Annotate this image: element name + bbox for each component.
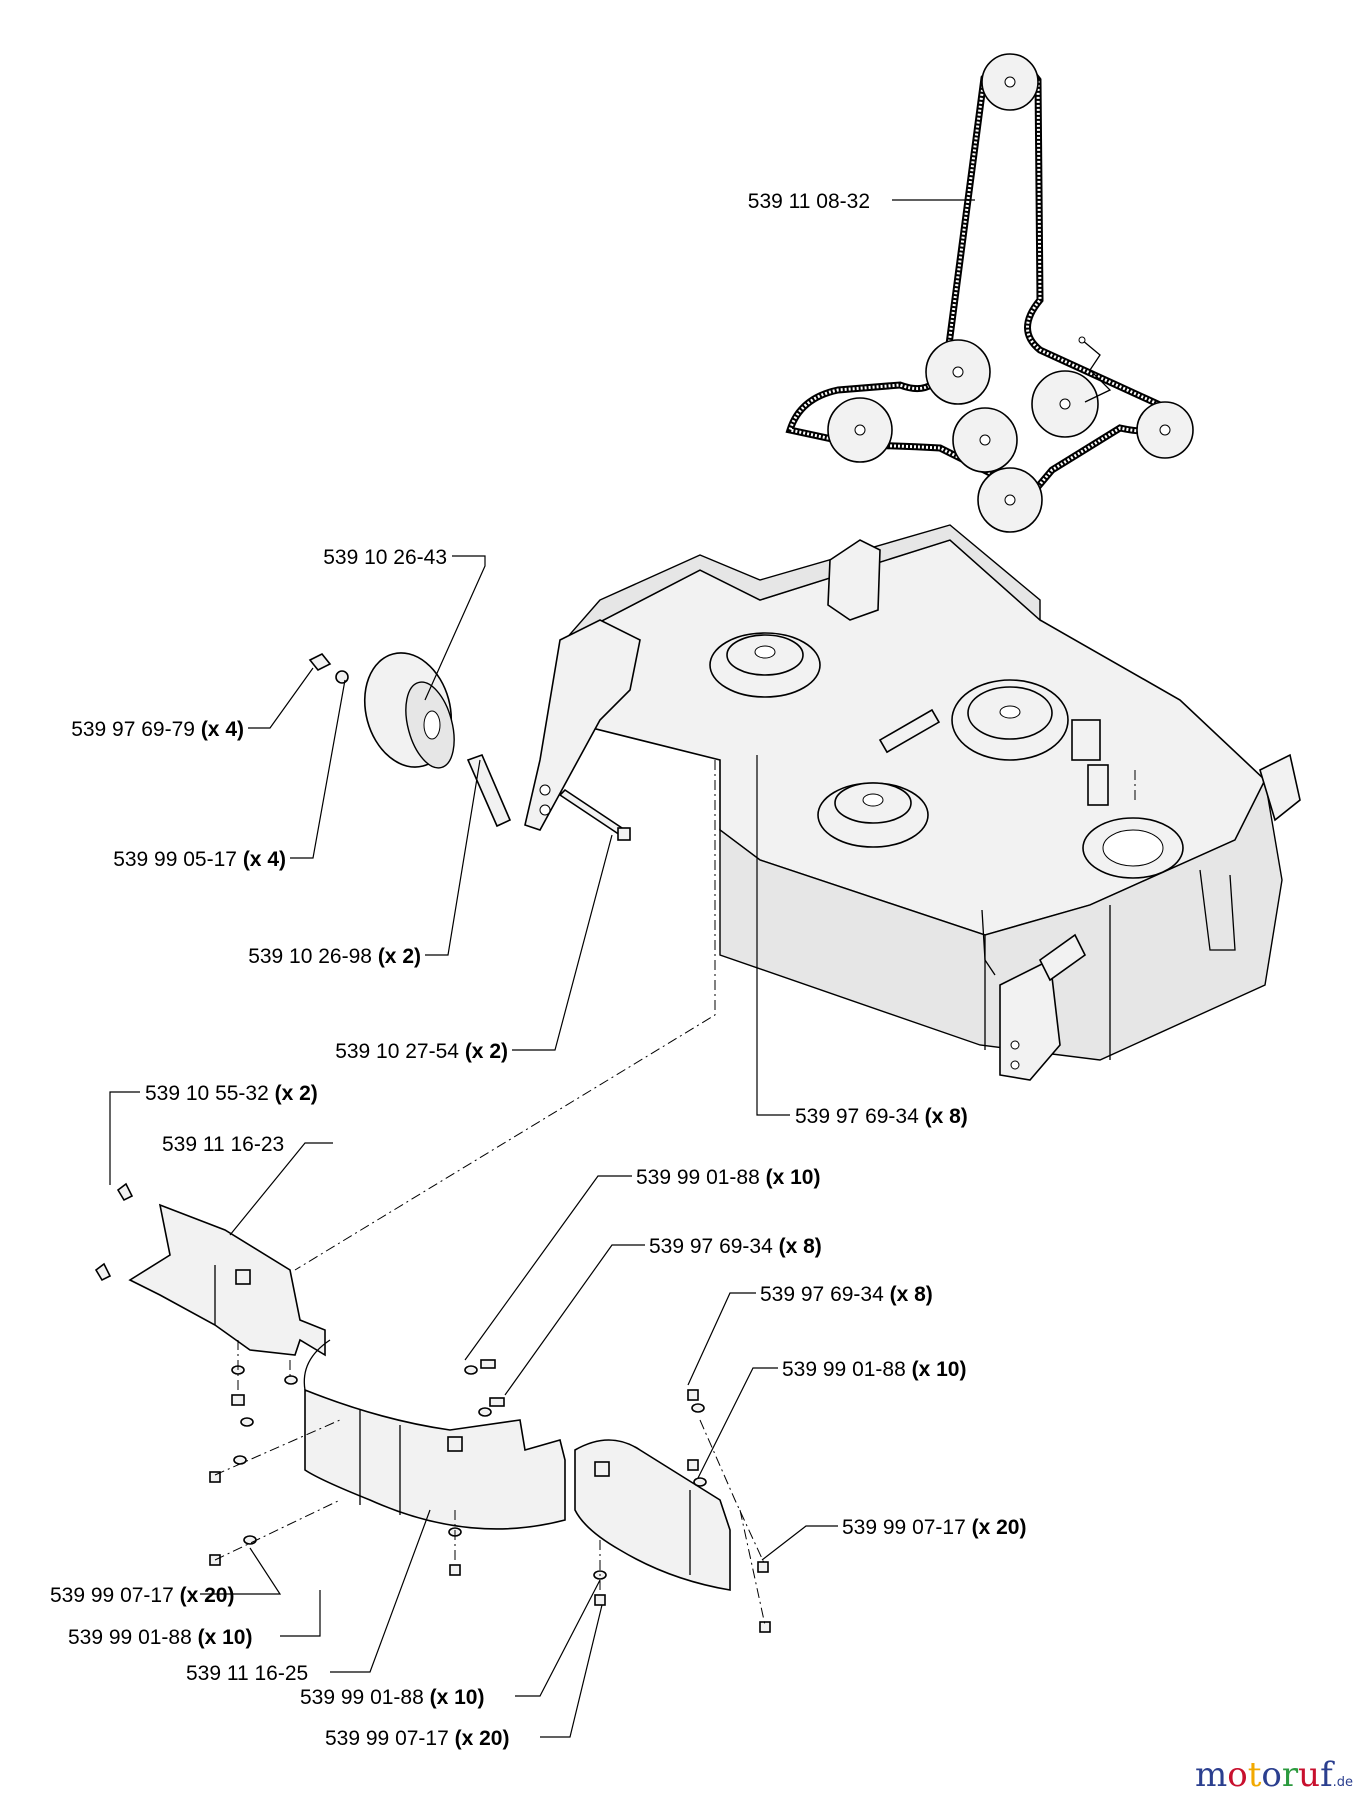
callout-label: 539 11 16-23 [162, 1133, 284, 1156]
callout-label: 539 99 07-17 (x 20) [50, 1584, 234, 1607]
quantity: (x 10) [198, 1626, 253, 1649]
wm-letter: o [1261, 1755, 1281, 1795]
part-number: 539 97 69-79 [71, 718, 195, 741]
callout-labels: 539 11 08-32 539 10 26-43 539 97 69-79 (… [50, 190, 1026, 1750]
callout-label: 539 97 69-34 (x 8) [760, 1283, 933, 1306]
part-number: 539 99 05-17 [113, 848, 237, 871]
callout-label: 539 11 08-32 [748, 190, 870, 213]
quantity: (x 4) [201, 718, 244, 741]
part-number: 539 11 08-32 [748, 190, 870, 213]
quantity: (x 2) [275, 1082, 318, 1105]
part-number: 539 10 26-98 [248, 945, 372, 968]
watermark-logo: motoruf.de [1195, 1755, 1353, 1795]
part-number: 539 10 27-54 [335, 1040, 459, 1063]
wm-suffix: .de [1333, 1775, 1353, 1790]
wm-letter: o [1227, 1755, 1247, 1795]
callout-label: 539 99 01-88 (x 10) [300, 1686, 484, 1709]
part-number: 539 10 55-32 [145, 1082, 269, 1105]
wm-letter: t [1248, 1755, 1262, 1795]
callout-label: 539 11 16-25 [186, 1662, 308, 1685]
part-number: 539 99 01-88 [636, 1166, 760, 1189]
part-number: 539 99 01-88 [300, 1686, 424, 1709]
quantity: (x 8) [925, 1105, 968, 1128]
quantity: (x 2) [378, 945, 421, 968]
wm-letter: r [1282, 1755, 1299, 1795]
deck-baffle-parts [94, 1182, 771, 1633]
callout-label: 539 99 01-88 (x 10) [636, 1166, 820, 1189]
part-number: 539 97 69-34 [760, 1283, 884, 1306]
callout-label: 539 99 07-17 (x 20) [325, 1727, 509, 1750]
callout-label: 539 99 01-88 (x 10) [68, 1626, 252, 1649]
callout-label: 539 10 26-98 (x 2) [248, 945, 421, 968]
quantity: (x 20) [972, 1516, 1027, 1539]
wm-letter: f [1320, 1755, 1335, 1795]
callout-label: 539 97 69-34 (x 8) [795, 1105, 968, 1128]
part-number: 539 97 69-34 [795, 1105, 919, 1128]
callout-label: 539 97 69-79 (x 4) [71, 718, 244, 741]
callout-label: 539 10 26-43 [323, 546, 447, 569]
quantity: (x 20) [180, 1584, 235, 1607]
callout-label: 539 99 05-17 (x 4) [113, 848, 286, 871]
wm-letter: m [1195, 1755, 1227, 1795]
wm-letter: u [1298, 1755, 1320, 1795]
assembly-lines [214, 760, 1136, 1626]
quantity: (x 8) [890, 1283, 933, 1306]
part-number: 539 97 69-34 [649, 1235, 773, 1258]
quantity: (x 4) [243, 848, 286, 871]
part-number: 539 99 07-17 [842, 1516, 966, 1539]
callout-label: 539 97 69-34 (x 8) [649, 1235, 822, 1258]
part-number: 539 99 01-88 [68, 1626, 192, 1649]
quantity: (x 10) [766, 1166, 821, 1189]
part-number: 539 99 07-17 [325, 1727, 449, 1750]
quantity: (x 10) [430, 1686, 485, 1709]
leader-lines [109, 199, 975, 1738]
part-number: 539 99 01-88 [782, 1358, 906, 1381]
callout-label: 539 99 07-17 (x 20) [842, 1516, 1026, 1539]
quantity: (x 10) [912, 1358, 967, 1381]
quantity: (x 20) [455, 1727, 510, 1750]
part-number: 539 11 16-23 [162, 1133, 284, 1156]
callout-label: 539 10 27-54 (x 2) [335, 1040, 508, 1063]
drive-belt-assembly [785, 53, 1194, 533]
callout-label: 539 10 55-32 (x 2) [145, 1082, 318, 1105]
part-number: 539 11 16-25 [186, 1662, 308, 1685]
mower-deck [524, 524, 1301, 1081]
part-number: 539 10 26-43 [323, 546, 447, 569]
quantity: (x 2) [465, 1040, 508, 1063]
gauge-wheel-parts [308, 652, 631, 841]
quantity: (x 8) [779, 1235, 822, 1258]
callout-label: 539 99 01-88 (x 10) [782, 1358, 966, 1381]
part-number: 539 99 07-17 [50, 1584, 174, 1607]
